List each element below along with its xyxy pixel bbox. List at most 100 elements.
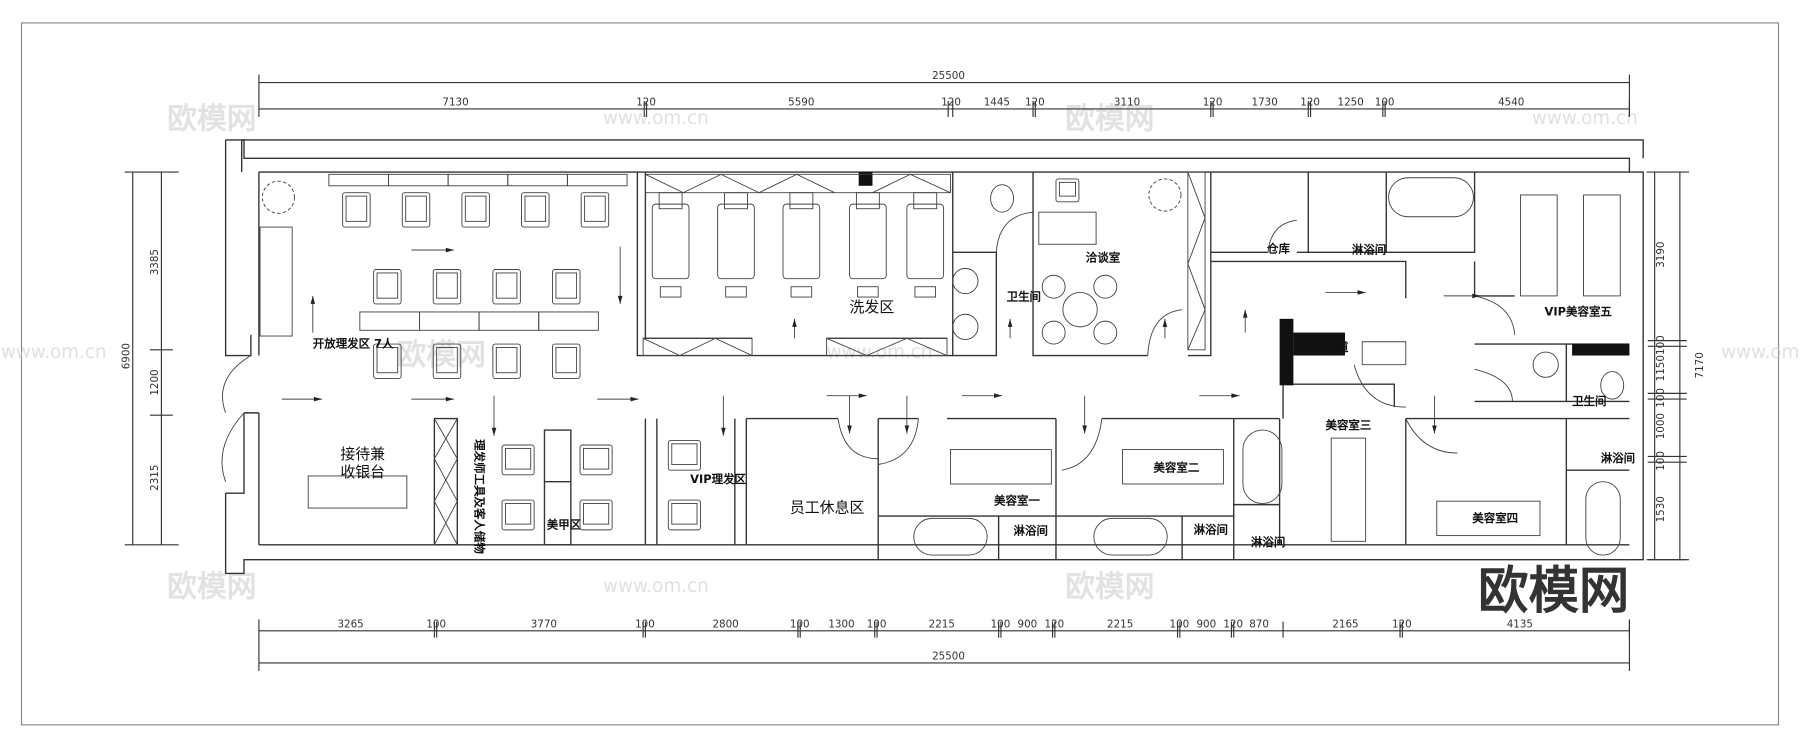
shampoo-bed xyxy=(849,192,887,298)
dim-top-segment: 1250 xyxy=(1338,97,1364,109)
flow-arrow xyxy=(411,396,454,402)
mirror-station xyxy=(447,173,509,187)
label-storage-wall: 理发师工具及客人储物 xyxy=(473,439,487,554)
chair xyxy=(342,192,371,228)
shampoo-bed xyxy=(906,192,945,298)
chair xyxy=(373,343,402,379)
dim-left-total: 6900 xyxy=(120,343,132,369)
flow-arrow xyxy=(597,396,639,402)
chair xyxy=(501,499,535,531)
watermarks: 欧模网 欧模网 欧模网 欧模网 欧模网 www.om.cn www.om.cn … xyxy=(1,101,1800,604)
chair xyxy=(579,444,613,476)
dim-left: 1200 xyxy=(149,369,161,395)
chair xyxy=(461,192,490,228)
beauty-bed xyxy=(1436,500,1541,537)
chair xyxy=(492,343,521,379)
armchair xyxy=(1041,320,1066,345)
dim-top-segment: 3110 xyxy=(1114,97,1140,109)
label-reception-2: 收银台 xyxy=(340,463,385,481)
label-shower-2: 淋浴间 xyxy=(1194,522,1228,536)
label-toilet-1: 卫生间 xyxy=(1007,289,1041,303)
flow-arrow xyxy=(281,396,322,402)
watermark-logo: 欧模网 xyxy=(1065,101,1154,136)
watermark-logo: 欧模网 xyxy=(167,101,256,136)
beauty-bed xyxy=(1583,194,1621,297)
station-counter xyxy=(478,311,540,331)
wall-fill xyxy=(858,172,873,186)
label-shower-3: 淋浴间 xyxy=(1251,535,1285,549)
beauty-bed xyxy=(1122,449,1224,485)
flow-arrow xyxy=(1325,290,1366,295)
dim-left: 3385 xyxy=(149,249,161,275)
chair xyxy=(552,343,581,379)
plant xyxy=(261,180,295,214)
column xyxy=(1279,318,1294,386)
beauty-bed xyxy=(950,449,1052,485)
dim-bottom-segment: 3265 xyxy=(337,618,363,630)
chair xyxy=(432,343,462,379)
flow-arrow xyxy=(411,247,454,253)
reception-desk xyxy=(307,475,408,509)
dim-bottom-segment: 2165 xyxy=(1332,618,1358,630)
bathtub xyxy=(1585,481,1621,556)
chair xyxy=(1055,178,1080,203)
chair xyxy=(401,192,431,228)
flow-arrow xyxy=(617,246,623,304)
watermark-url: www.om.cn xyxy=(603,576,709,597)
watermark-url: www.om.cn xyxy=(827,342,933,363)
flow-arrow xyxy=(1199,393,1240,398)
bathtub xyxy=(913,517,988,556)
dim-bottom-total: 25500 xyxy=(932,650,965,662)
drawing-frame xyxy=(20,22,1780,726)
flow-arrow xyxy=(310,295,316,333)
mirror-station xyxy=(566,173,628,187)
label-reception-1: 接待兼 xyxy=(340,445,385,463)
label-nail: 美甲区 xyxy=(547,518,582,532)
toilet xyxy=(1600,371,1625,400)
flow-arrow xyxy=(1082,395,1087,434)
label-shower-top: 淋浴间 xyxy=(1352,242,1386,256)
flow-arrow xyxy=(721,395,726,436)
station-counter xyxy=(359,311,420,331)
chair xyxy=(580,192,610,228)
dim-bottom-segment: 2215 xyxy=(929,618,955,630)
label-open-salon: 开放理发区 7人 xyxy=(313,337,394,351)
dim-right-segment: 1530 xyxy=(1655,496,1667,522)
dim-right-segment: 1000 xyxy=(1655,413,1667,439)
dim-bottom-segment: 1300 xyxy=(828,618,854,630)
dim-bottom-segment: 2215 xyxy=(1107,618,1133,630)
label-staff-rest: 员工休息区 xyxy=(790,499,865,517)
dim-top-segment: 1445 xyxy=(984,97,1010,109)
dim-right-total: 7170 xyxy=(1694,352,1706,378)
wall-fill xyxy=(1293,332,1345,356)
plant xyxy=(1148,178,1182,212)
wash-basin xyxy=(952,267,979,295)
armchair xyxy=(1093,320,1118,345)
flow-arrow xyxy=(961,393,1003,398)
dim-right-segment: 100 xyxy=(1655,451,1667,471)
dim-top-segment: 120 xyxy=(941,97,961,109)
bathtub xyxy=(1093,517,1168,556)
chair xyxy=(552,269,581,305)
exterior-walls xyxy=(221,139,1644,575)
label-beauty-3: 美容室三 xyxy=(1325,418,1371,432)
dim-right-segment: 3190 xyxy=(1655,242,1667,268)
dim-bottom-segment: 4135 xyxy=(1507,618,1533,630)
label-shower-right: 淋浴间 xyxy=(1601,451,1635,465)
flow-arrow xyxy=(792,318,797,339)
sofa xyxy=(259,226,293,337)
dim-bottom-segment: 900 xyxy=(1018,618,1038,630)
flow-arrow xyxy=(826,393,867,398)
dim-top-segment: 7130 xyxy=(442,97,468,109)
label-shower-1: 淋浴间 xyxy=(1014,523,1048,537)
interior-walls xyxy=(433,171,1630,560)
dimension-lines xyxy=(124,74,1690,671)
chair xyxy=(501,444,535,476)
mirror-station xyxy=(388,173,449,187)
label-beauty-4: 美容室四 xyxy=(1472,511,1518,525)
chair xyxy=(373,269,402,305)
bathtub xyxy=(1388,177,1474,218)
watermark-url: www.om.cn xyxy=(1532,108,1638,129)
flow-arrow xyxy=(904,395,910,434)
armchair xyxy=(1093,274,1118,299)
